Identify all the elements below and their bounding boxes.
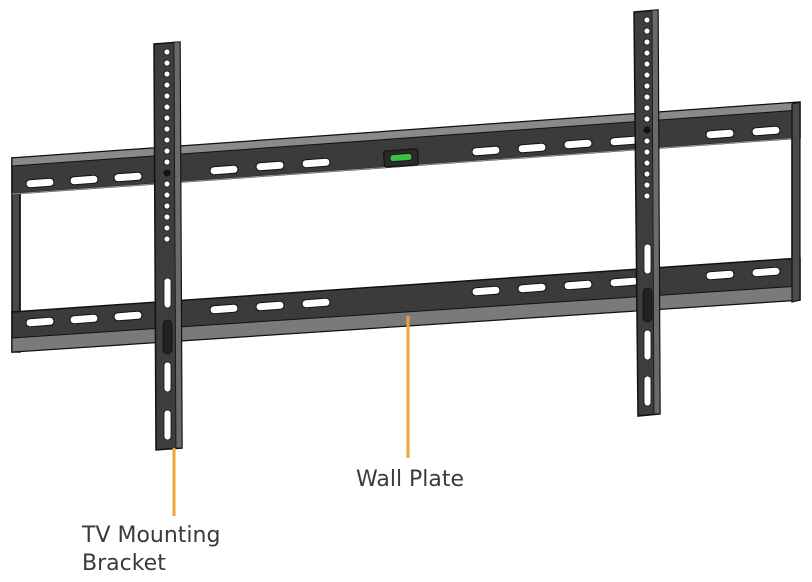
tv-mounting-bracket-left [153,41,183,451]
wall-plate-label: Wall Plate [356,467,465,492]
lower-rail-slots [25,266,781,328]
bubble-level [383,148,419,168]
tv-mounting-bracket-label-line1: TV Mounting [82,523,221,548]
tv-mounting-bracket-label-line2: Bracket [82,551,166,576]
upper-rail-slots [25,125,781,189]
wall-plate-right-end [791,101,801,303]
tv-mounting-bracket-right [633,9,661,417]
